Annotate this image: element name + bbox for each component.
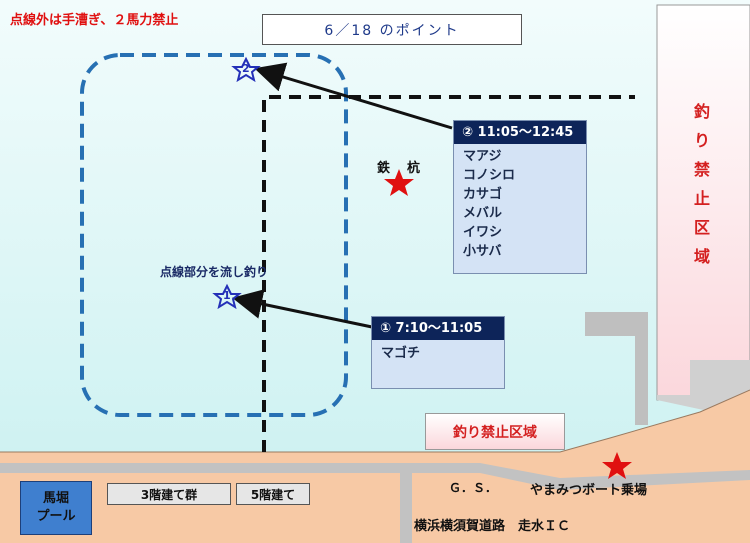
warning-text: 点線外は手漕ぎ、２馬力禁止 (10, 13, 179, 28)
shoreline (0, 389, 750, 453)
point2-fish: イワシ (463, 225, 503, 240)
vertical-char: 区 (693, 218, 710, 237)
side-road (400, 473, 412, 543)
drift-zone-outline (80, 53, 348, 417)
point2-marker: 2 (242, 62, 250, 75)
point2-star (231, 56, 261, 83)
point1-star (212, 283, 242, 310)
coastal-road (0, 463, 750, 490)
boat-dock-star (602, 452, 632, 479)
vertical-char: 禁 (693, 160, 710, 179)
point2-fish: マアジ (463, 149, 502, 164)
vertical-char: 釣 (693, 102, 710, 121)
arrow-point1 (232, 289, 373, 329)
drift-label: 点線部分を流し釣り (160, 265, 269, 279)
vertical-char: 域 (693, 247, 710, 266)
page-title: 6／18 のポイント (262, 14, 522, 45)
vertical-char: 止 (693, 189, 710, 208)
vertical-char: り (693, 131, 710, 150)
arrow-point2 (254, 62, 453, 130)
pool-building: 馬堀 プール (20, 481, 92, 535)
point2-fish: 小サバ (463, 244, 502, 259)
point1-box: ① 7:10〜11:05 マゴチ (371, 316, 505, 389)
iron-stake-star (384, 169, 414, 196)
point1-header: ① 7:10〜11:05 (372, 317, 504, 340)
point1-marker: 1 (223, 289, 231, 302)
point2-header: ② 11:05〜12:45 (454, 121, 586, 144)
boundary-line (262, 95, 635, 452)
iron-stake-label-2: 杭 (407, 161, 421, 176)
boat-dock-label: やまみつボート乗場 (530, 483, 648, 498)
building-5-story: 5階建て (236, 483, 310, 505)
point2-fish: メバル (463, 206, 503, 221)
point2-fish: コノシロ (463, 168, 516, 183)
point1-fish: マゴチ (381, 346, 421, 361)
pier (585, 312, 648, 425)
building-3-story: 3階建て群 (107, 483, 231, 505)
point2-fish: カサゴ (463, 187, 503, 202)
road-label: 横浜横須賀道路 走水ＩＣ (414, 519, 571, 534)
gas-station-label: Ｇ．Ｓ． (449, 481, 498, 495)
point2-box: ② 11:05〜12:45 マアジ コノシロ カサゴ メバル イワシ 小サバ (453, 120, 587, 274)
iron-stake-label-1: 鉄 (377, 161, 391, 176)
no-fishing-box: 釣り禁止区域 (425, 413, 565, 450)
no-fishing-zone-right (656, 4, 750, 401)
no-fishing-vertical-label: 釣 り 禁 止 区 域 (690, 97, 714, 271)
